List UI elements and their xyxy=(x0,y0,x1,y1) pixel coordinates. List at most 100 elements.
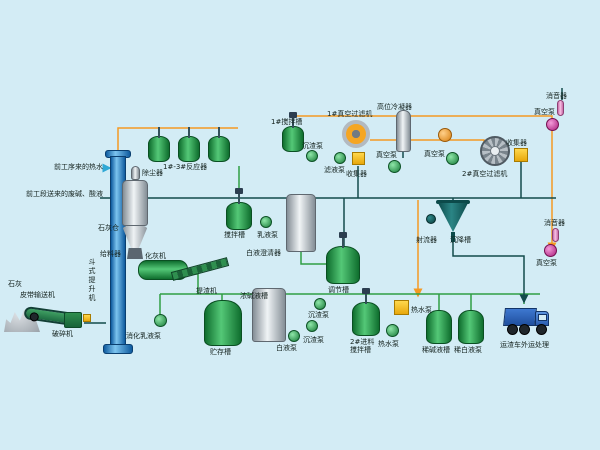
label-slag-extractor: 提渣机 xyxy=(196,287,217,295)
vacuum-pump-b-upper xyxy=(438,128,452,142)
label-regulating-tank: 调节槽 xyxy=(328,286,349,294)
agitator xyxy=(342,237,344,248)
reactor-2 xyxy=(178,127,200,162)
pipes-dark xyxy=(84,88,563,324)
truck-wheel xyxy=(519,324,530,335)
sediment-pump-b xyxy=(306,150,318,162)
truck-cab xyxy=(535,311,549,326)
label-waste-liquor-in: 前工段送来的废碱、酸液 xyxy=(26,190,103,198)
label-digestion-pump: 消化乳液泵 xyxy=(126,332,161,340)
reactor-1 xyxy=(148,127,170,162)
hot-water-pump-a xyxy=(386,324,399,337)
muffler-top xyxy=(557,100,564,116)
dilute-alkali-tank xyxy=(426,310,452,344)
label-lime-silo: 石灰仓 xyxy=(98,224,119,232)
label-slag-truck: 运渣车外运处理 xyxy=(500,341,549,349)
label-high-condenser: 高位冷凝器 xyxy=(377,103,412,111)
label-settling-tank: 沉降槽 xyxy=(450,236,471,244)
reactor-3 xyxy=(208,127,230,162)
label-muffler-right: 消音器 xyxy=(544,219,565,227)
feeder xyxy=(127,248,143,259)
label-reactors: 1#-3#反应器 xyxy=(163,163,208,171)
label-white-liquor-pump: 白液泵 xyxy=(276,344,297,352)
pipes-green xyxy=(159,166,540,316)
muffler-right xyxy=(552,228,559,242)
vacuum-pump-b xyxy=(446,152,459,165)
label-dilute-white-pump: 稀白液泵 xyxy=(454,346,482,354)
label-storage-tank: 贮存槽 xyxy=(210,348,231,356)
vacuum-filter-1-drum xyxy=(342,120,370,148)
mixer-tank-1 xyxy=(282,112,304,152)
jet-device xyxy=(426,214,436,224)
agitator xyxy=(238,193,240,204)
settling-tank-rim xyxy=(436,200,470,204)
conveyor-wheel xyxy=(29,311,40,322)
vacuum-pump-top xyxy=(546,118,559,131)
emulsion-pump xyxy=(260,216,272,228)
agitator xyxy=(218,127,220,138)
truck-bed xyxy=(503,308,537,326)
crusher xyxy=(64,312,82,328)
dust-collector xyxy=(131,166,140,180)
label-emulsion-pump: 乳液泵 xyxy=(257,231,278,239)
high-level-condenser xyxy=(396,110,411,152)
sediment-pump-c xyxy=(314,298,326,310)
agitator xyxy=(365,293,367,304)
vacuum-pump-right xyxy=(544,244,557,257)
label-feed-mixer-2: 2#进料搅拌槽 xyxy=(350,338,375,355)
truck-window xyxy=(538,314,547,321)
agitator xyxy=(158,127,160,138)
bucket-elevator-boot xyxy=(103,344,133,354)
label-vacuum-pump-a: 真空泵 xyxy=(376,151,397,159)
label-feeder: 给料器 xyxy=(100,250,121,258)
label-lime-slaker: 化灰机 xyxy=(145,252,166,260)
white-liquor-pump xyxy=(288,330,300,342)
settling-tank-outlet xyxy=(451,232,455,242)
label-hot-water-pump-b: 热水泵 xyxy=(411,306,432,314)
agitator-motor xyxy=(235,188,243,194)
agitator-motor xyxy=(339,232,347,238)
concentrated-alkali-tank xyxy=(252,288,286,342)
label-hot-water-pump-a: 热水泵 xyxy=(378,340,399,348)
collector-a xyxy=(352,152,365,165)
crusher-valve xyxy=(83,314,91,322)
label-sediment-pump-c: 沉渣泵 xyxy=(308,311,329,319)
filtrate-pump xyxy=(334,152,346,164)
label-sediment-pump-b: 沉渣泵 xyxy=(302,142,323,150)
label-filtrate-pump: 滤液泵 xyxy=(324,166,345,174)
label-vacuum-pump-b: 真空泵 xyxy=(424,150,445,158)
label-vacuum-filter-1: 1#真空过滤机 xyxy=(327,110,373,118)
label-sediment-pump-a: 沉渣泵 xyxy=(303,336,324,344)
vacuum-filter-2-drum xyxy=(480,136,510,166)
label-mixing-tank: 搅拌槽 xyxy=(224,231,245,239)
label-vacuum-pump-top: 真空泵 xyxy=(534,108,555,116)
label-crusher: 破碎机 xyxy=(52,330,73,338)
truck-wheel xyxy=(507,324,518,335)
label-conc-alkali-tank: 浓碱液槽 xyxy=(240,292,268,300)
agitator-motor xyxy=(289,112,297,118)
lime-silo xyxy=(122,180,148,226)
white-liquor-clarifier xyxy=(286,194,316,252)
label-collector-b: 收集器 xyxy=(506,139,527,147)
drum-hub xyxy=(489,145,501,157)
label-collector-a: 收集器 xyxy=(346,170,367,178)
truck-wheel xyxy=(536,324,547,335)
dilute-white-liquor-tank xyxy=(458,310,484,344)
digestion-emulsion-pump xyxy=(154,314,167,327)
label-clarifier: 白液澄清器 xyxy=(246,249,281,257)
label-belt-conveyor: 皮带输送机 xyxy=(20,291,55,299)
label-lime: 石灰 xyxy=(8,280,22,288)
label-jet-device: 射流器 xyxy=(416,236,437,244)
agitator xyxy=(188,127,190,138)
vacuum-pump-a xyxy=(388,160,401,173)
collector-b xyxy=(514,148,528,162)
agitator-motor xyxy=(362,288,370,294)
sediment-pump-a xyxy=(306,320,318,332)
hot-water-heater xyxy=(394,300,409,315)
label-dilute-alkali-tank: 稀碱液槽 xyxy=(422,346,450,354)
label-mixer1: 1#搅拌槽 xyxy=(271,118,303,126)
regulating-tank xyxy=(326,232,360,284)
feed-mixer-2 xyxy=(352,288,380,336)
label-vacuum-pump-right: 真空泵 xyxy=(536,259,557,267)
